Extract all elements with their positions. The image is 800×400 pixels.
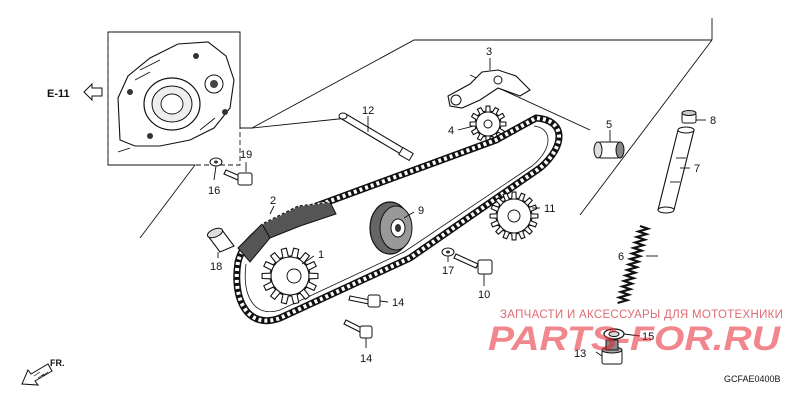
cam-shaft bbox=[338, 112, 414, 162]
callout-6: 6 bbox=[618, 251, 624, 263]
bolt-14-upper bbox=[348, 294, 381, 308]
callout-16: 16 bbox=[208, 185, 220, 197]
callout-13: 13 bbox=[574, 348, 586, 360]
bolt-14-lower bbox=[343, 319, 373, 339]
sealing-washer bbox=[603, 328, 625, 340]
washer-17 bbox=[441, 247, 455, 257]
tensioner-spring bbox=[615, 224, 652, 305]
watermark-caption: ЗАПЧАСТИ И АКСЕССУАРЫ ДЛЯ МОТОТЕХНИКИ bbox=[500, 309, 783, 321]
washer-16 bbox=[209, 157, 223, 167]
crankcase-cover bbox=[107, 31, 241, 166]
callout-10: 10 bbox=[478, 289, 490, 301]
plug-bolt bbox=[601, 339, 623, 365]
tensioner-arm bbox=[447, 69, 531, 109]
e11-reference-arrow: E-11 bbox=[47, 82, 103, 102]
diagram-code: GCFAE0400B bbox=[724, 374, 781, 384]
callout-12: 12 bbox=[362, 105, 374, 117]
bolt-5 bbox=[593, 141, 625, 159]
callout-15: 15 bbox=[642, 331, 654, 343]
callout-2: 2 bbox=[270, 195, 276, 207]
callout-17: 17 bbox=[442, 265, 454, 277]
dowel-pin bbox=[206, 227, 235, 253]
callout-9: 9 bbox=[418, 205, 424, 217]
callout-1: 1 bbox=[318, 249, 324, 261]
guide-roller bbox=[369, 201, 413, 255]
crank-sprocket bbox=[261, 247, 319, 305]
callout-labels: 1 2 3 4 5 6 7 8 9 10 11 12 13 14 14 15 1… bbox=[208, 46, 716, 365]
bolt-10 bbox=[453, 253, 493, 275]
callout-14-upper: 14 bbox=[392, 297, 404, 309]
callout-8: 8 bbox=[710, 115, 716, 127]
front-direction-label: FR. bbox=[50, 358, 65, 368]
rod-cap bbox=[681, 110, 697, 124]
large-sprocket bbox=[489, 191, 539, 241]
watermark-logo: PARTS-FOR.RU bbox=[488, 320, 782, 358]
e11-reference-label: E-11 bbox=[47, 88, 70, 100]
callout-19: 19 bbox=[240, 149, 252, 161]
tensioner-rod bbox=[657, 126, 695, 214]
bolt-19 bbox=[223, 169, 253, 186]
front-direction-arrow: FR. bbox=[21, 358, 65, 386]
callout-5: 5 bbox=[606, 119, 612, 131]
callout-7: 7 bbox=[694, 163, 700, 175]
callout-3: 3 bbox=[486, 46, 492, 58]
watermark: ЗАПЧАСТИ И АКСЕССУАРЫ ДЛЯ МОТОТЕХНИКИ PA… bbox=[488, 309, 783, 358]
callout-14-lower: 14 bbox=[360, 353, 372, 365]
leader-lines bbox=[213, 58, 706, 357]
callout-18: 18 bbox=[210, 261, 222, 273]
small-sprocket bbox=[469, 105, 507, 143]
callout-4: 4 bbox=[448, 125, 454, 137]
chain-section bbox=[237, 201, 337, 263]
callout-11: 11 bbox=[544, 203, 555, 215]
